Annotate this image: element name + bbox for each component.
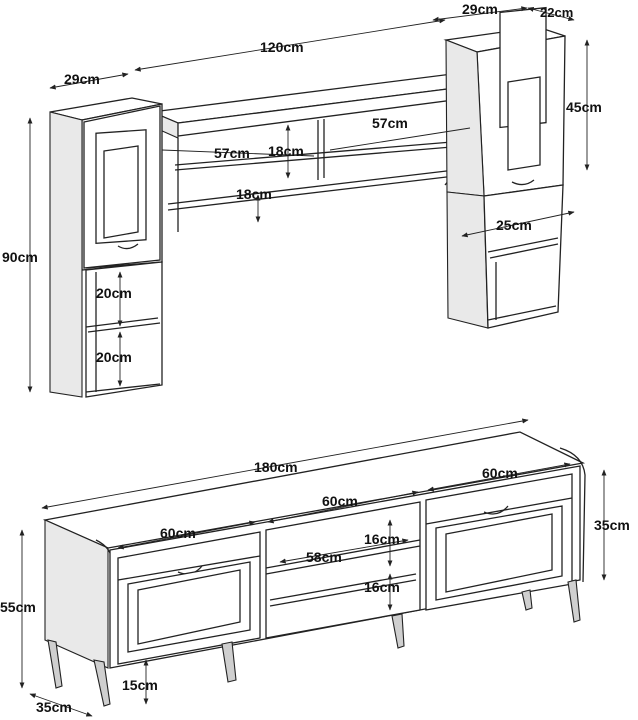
wall-shelf-right-width-label: 57cm: [372, 115, 408, 131]
wall-left-tower-width-label: 29cm: [64, 71, 100, 87]
tv-unit-legs: [47, 579, 581, 707]
tv-upper-compartment-label: 16cm: [364, 531, 400, 547]
tv-middle-width-label: 60cm: [322, 493, 358, 509]
tv-drawer-right-width-label: 60cm: [482, 465, 518, 481]
wall-left-open-top-label: 20cm: [96, 285, 132, 301]
tv-height-right-label: 35cm: [594, 517, 630, 533]
wall-bridge-height-label: 18cm: [236, 186, 272, 202]
wall-left-open-bottom-label: 20cm: [96, 349, 132, 365]
wall-overall-width-label: 120cm: [260, 39, 304, 55]
wall-right-open-label: 25cm: [496, 217, 532, 233]
right-tower: [443, 6, 566, 329]
wall-unit-drawing: [49, 6, 566, 398]
wall-right-tower-depth-label: 22cm: [540, 5, 573, 20]
wall-overall-height-label: 90cm: [2, 249, 38, 265]
wall-shelf-height-label: 18cm: [268, 143, 304, 159]
tv-overall-width-label: 180cm: [254, 459, 298, 475]
left-tower: [49, 97, 163, 398]
tv-inner-shelf-width-label: 58cm: [306, 549, 342, 565]
wall-unit-bridge: [149, 72, 490, 232]
tv-leg-height-label: 15cm: [122, 677, 158, 693]
tv-unit-dimensions: 180cm 60cm 60cm 60cm 58cm 16cm 16cm 35cm…: [0, 418, 630, 717]
wall-right-tower-width-label: 29cm: [462, 1, 498, 17]
tv-overall-height-label: 55cm: [0, 599, 36, 615]
tv-drawer-left-width-label: 60cm: [160, 525, 196, 541]
tv-lower-compartment-label: 16cm: [364, 579, 400, 595]
wall-upper-cabinet-height-label: 45cm: [566, 99, 602, 115]
wall-shelf-left-width-label: 57cm: [214, 145, 250, 161]
tv-depth-label: 35cm: [36, 699, 72, 715]
wall-unit-dimensions: 120cm 29cm 29cm 22cm 90cm 45cm 57cm 57cm…: [2, 1, 602, 393]
